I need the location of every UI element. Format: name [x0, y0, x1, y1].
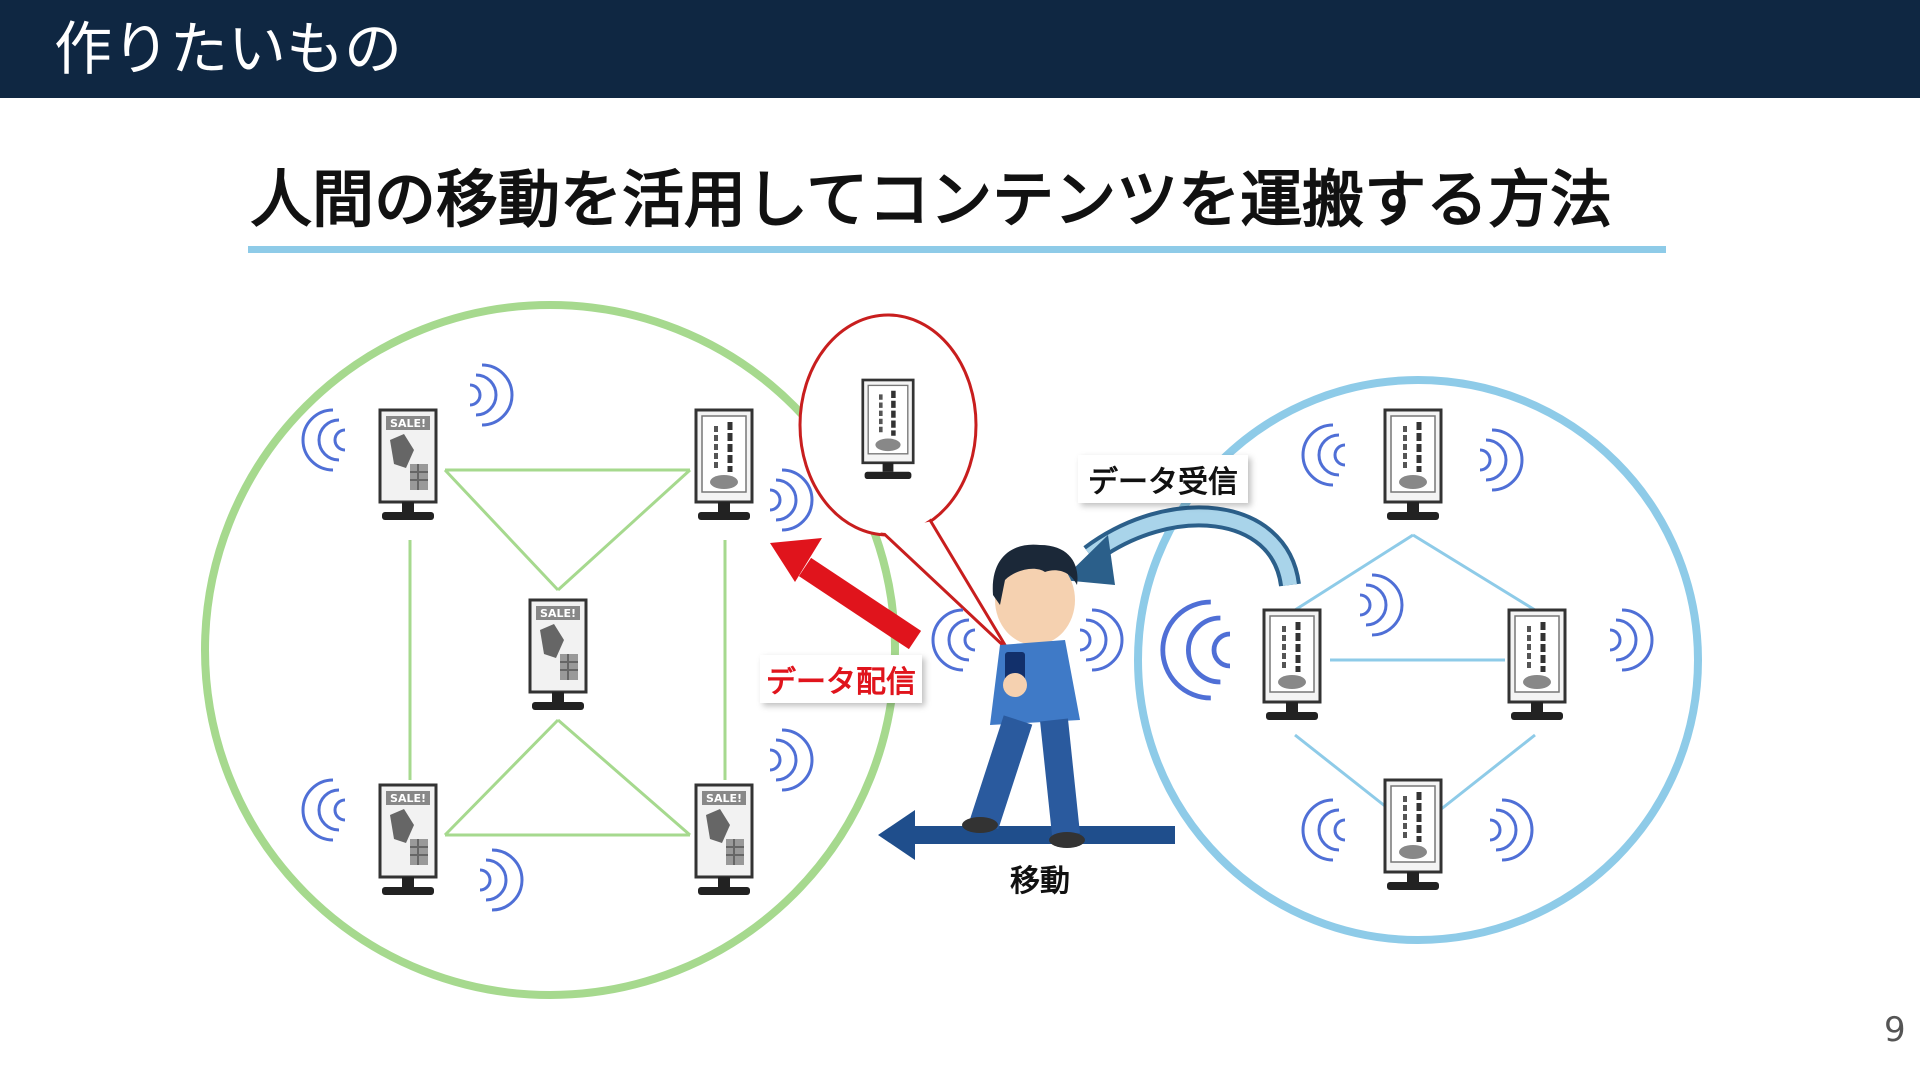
- signal-wave-icon: [1078, 608, 1124, 672]
- menu-signage: [1385, 410, 1441, 520]
- speech-bubble: [798, 313, 1010, 652]
- menu-signage: [1385, 780, 1441, 890]
- signal-wave-icon: [1163, 602, 1230, 698]
- receive-arrow: [1062, 505, 1301, 587]
- signal-wave-icon: [301, 778, 347, 842]
- move-arrow: [878, 810, 1175, 860]
- signal-wave-icon: [1488, 798, 1534, 862]
- signal-wave-icon: [768, 468, 814, 532]
- left-cluster-links: [408, 468, 727, 837]
- signal-wave-icon: [1608, 608, 1654, 672]
- person-icon: [962, 544, 1085, 848]
- sale-signage: [378, 783, 438, 897]
- sale-signage: [694, 783, 754, 897]
- header-bar: 作りたいもの: [0, 0, 1920, 98]
- data-send-label: データ配信: [760, 655, 922, 703]
- heading-underline: [248, 246, 1666, 253]
- sale-signage: [528, 598, 588, 712]
- signal-wave-icon: [1301, 423, 1347, 487]
- menu-signage: [1509, 610, 1565, 720]
- signal-wave-icon: [1358, 573, 1404, 637]
- slide-title: 作りたいもの: [54, 15, 403, 83]
- signal-wave-icon: [1301, 798, 1347, 862]
- signal-wave-icon: [1478, 428, 1524, 492]
- menu-signage: [1264, 610, 1320, 720]
- sale-signage: [378, 408, 438, 522]
- signal-wave-icon: [468, 363, 514, 427]
- right-cluster-circle: [1134, 376, 1702, 944]
- page-number: 9: [1884, 1010, 1906, 1050]
- left-cluster-circle: [201, 301, 899, 999]
- main-heading: 人間の移動を活用してコンテンツを運搬する方法: [250, 163, 1613, 236]
- move-label: 移動: [1010, 864, 1070, 899]
- signal-wave-icon: [931, 608, 977, 672]
- send-arrow: [770, 538, 922, 650]
- signal-wave-icon: [768, 728, 814, 792]
- data-receive-label: データ受信: [1078, 455, 1248, 503]
- menu-signage: [696, 410, 752, 520]
- signal-wave-icon: [478, 848, 524, 912]
- menu-signage: [863, 380, 913, 479]
- signal-wave-icon: [301, 408, 347, 472]
- right-cluster-links: [1294, 533, 1536, 812]
